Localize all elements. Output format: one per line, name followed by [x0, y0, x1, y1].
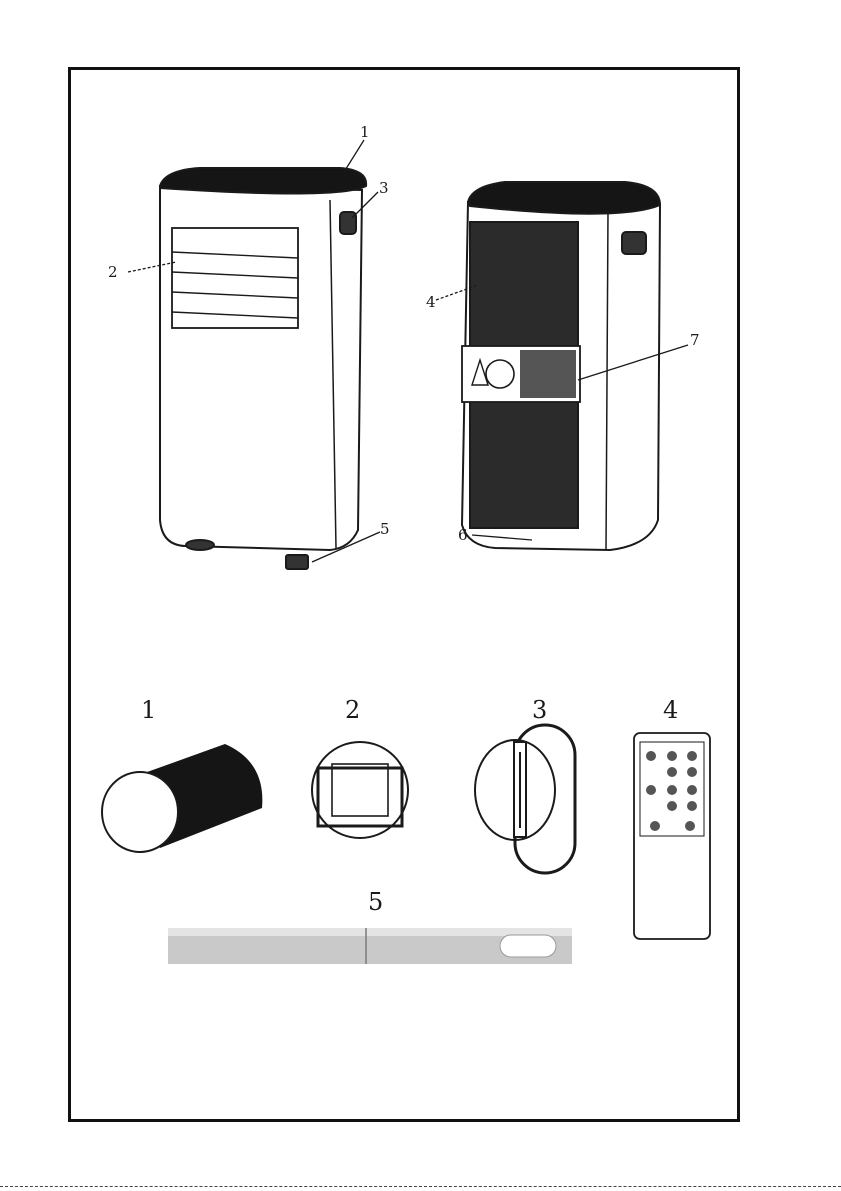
window-slider-kit-icon	[168, 928, 572, 964]
accessory-number-4: 4	[663, 696, 678, 724]
accessory-number-1: 1	[141, 696, 156, 724]
callout-1: 1	[360, 123, 370, 141]
window-adapter-icon	[312, 742, 408, 838]
callout-7: 7	[690, 331, 700, 349]
callout-6: 6	[458, 526, 468, 544]
back-unit	[462, 182, 660, 550]
exhaust-hose-icon	[102, 744, 262, 852]
accessory-number-3: 3	[532, 696, 547, 724]
page-bottom-rule	[0, 1186, 841, 1187]
accessory-number-5: 5	[368, 888, 383, 916]
callout-5: 5	[380, 520, 390, 538]
hose-connector-icon	[475, 725, 575, 873]
accessory-number-2: 2	[345, 696, 360, 724]
remote-control-icon	[634, 733, 710, 939]
front-unit	[160, 168, 366, 569]
callout-3: 3	[379, 179, 389, 197]
callout-4: 4	[426, 293, 436, 311]
callout-2: 2	[108, 263, 118, 281]
